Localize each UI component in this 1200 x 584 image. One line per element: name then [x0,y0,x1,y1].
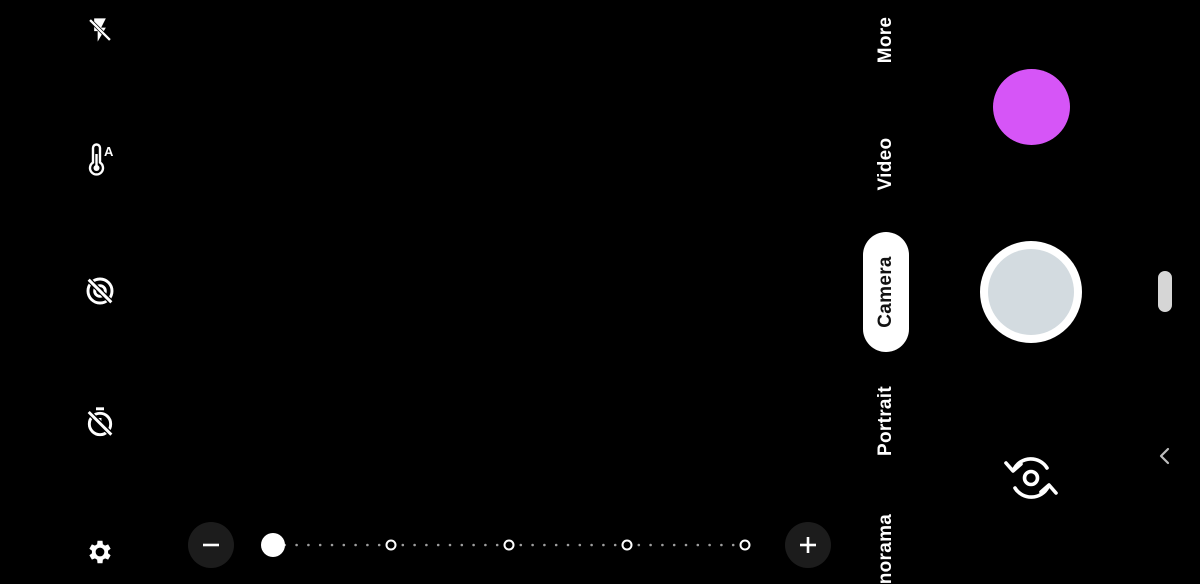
zoom-bar [188,522,832,568]
zoom-tick [413,543,416,547]
zoom-tick [366,543,369,547]
zoom-tick [401,543,405,547]
white-balance-button[interactable]: A [78,138,122,182]
zoom-tick [637,543,641,547]
zoom-tick [354,543,357,547]
svg-text:A: A [104,144,114,159]
zoom-tick [425,543,428,547]
gear-icon [89,540,111,564]
zoom-stop[interactable] [621,539,633,551]
mode-portrait-label: Portrait [875,386,896,456]
zoom-tick [649,543,652,547]
zoom-tick [708,543,711,547]
zoom-tick [342,543,346,547]
zoom-tick [590,543,593,547]
zoom-tick [318,543,322,547]
flash-toggle-button[interactable] [78,8,122,52]
zoom-tick [684,543,688,547]
timer-toggle-button[interactable] [78,400,122,444]
switch-camera-icon [1004,457,1058,499]
zoom-stop[interactable] [385,539,397,551]
motion-toggle-button[interactable] [78,269,122,313]
zoom-in-button[interactable] [785,522,831,568]
gallery-thumbnail-button[interactable] [993,69,1070,145]
zoom-tick [720,543,723,547]
thermometer-auto-icon: A [88,143,114,176]
zoom-tick [531,543,534,547]
zoom-tick [460,543,464,547]
zoom-tick [602,543,605,547]
zoom-tick [377,543,381,547]
zoom-tick [472,543,475,547]
chevron-left-icon [1159,447,1170,465]
zoom-tick [448,543,452,547]
back-button[interactable] [1153,444,1177,468]
mode-panorama-label: Panorama [875,513,896,584]
zoom-tick [295,543,298,547]
mode-video-label: Video [875,137,896,191]
zoom-tick [696,543,700,547]
zoom-tick [613,543,617,547]
zoom-tick [554,543,558,547]
shutter-inner [988,249,1074,335]
zoom-out-button[interactable] [188,522,234,568]
drag-handle-icon[interactable] [1158,271,1172,312]
zoom-tick [307,543,310,547]
zoom-tick [578,543,582,547]
zoom-tick [566,543,570,547]
plus-icon [800,537,816,553]
shutter-button[interactable] [980,241,1082,343]
zoom-tick [436,543,440,547]
zoom-tick [672,543,676,547]
zoom-tick [495,543,499,547]
settings-button[interactable] [78,530,122,574]
zoom-tick [484,543,487,547]
zoom-stop[interactable] [503,539,515,551]
mode-more-label: More [875,16,896,64]
zoom-tick [330,543,334,547]
zoom-tick [661,543,664,547]
timer-off-icon [86,407,114,437]
zoom-slider[interactable] [188,522,832,568]
zoom-stop[interactable] [739,539,751,551]
zoom-tick [519,543,523,547]
minus-icon [203,543,219,547]
zoom-tick [731,543,735,547]
motion-off-icon [86,277,114,305]
flash-off-icon [88,18,112,42]
mode-camera-label: Camera [875,256,896,328]
zoom-knob[interactable] [261,533,285,557]
switch-camera-button[interactable] [1000,447,1062,509]
mode-active-pill [863,232,909,352]
zoom-tick [543,543,546,547]
